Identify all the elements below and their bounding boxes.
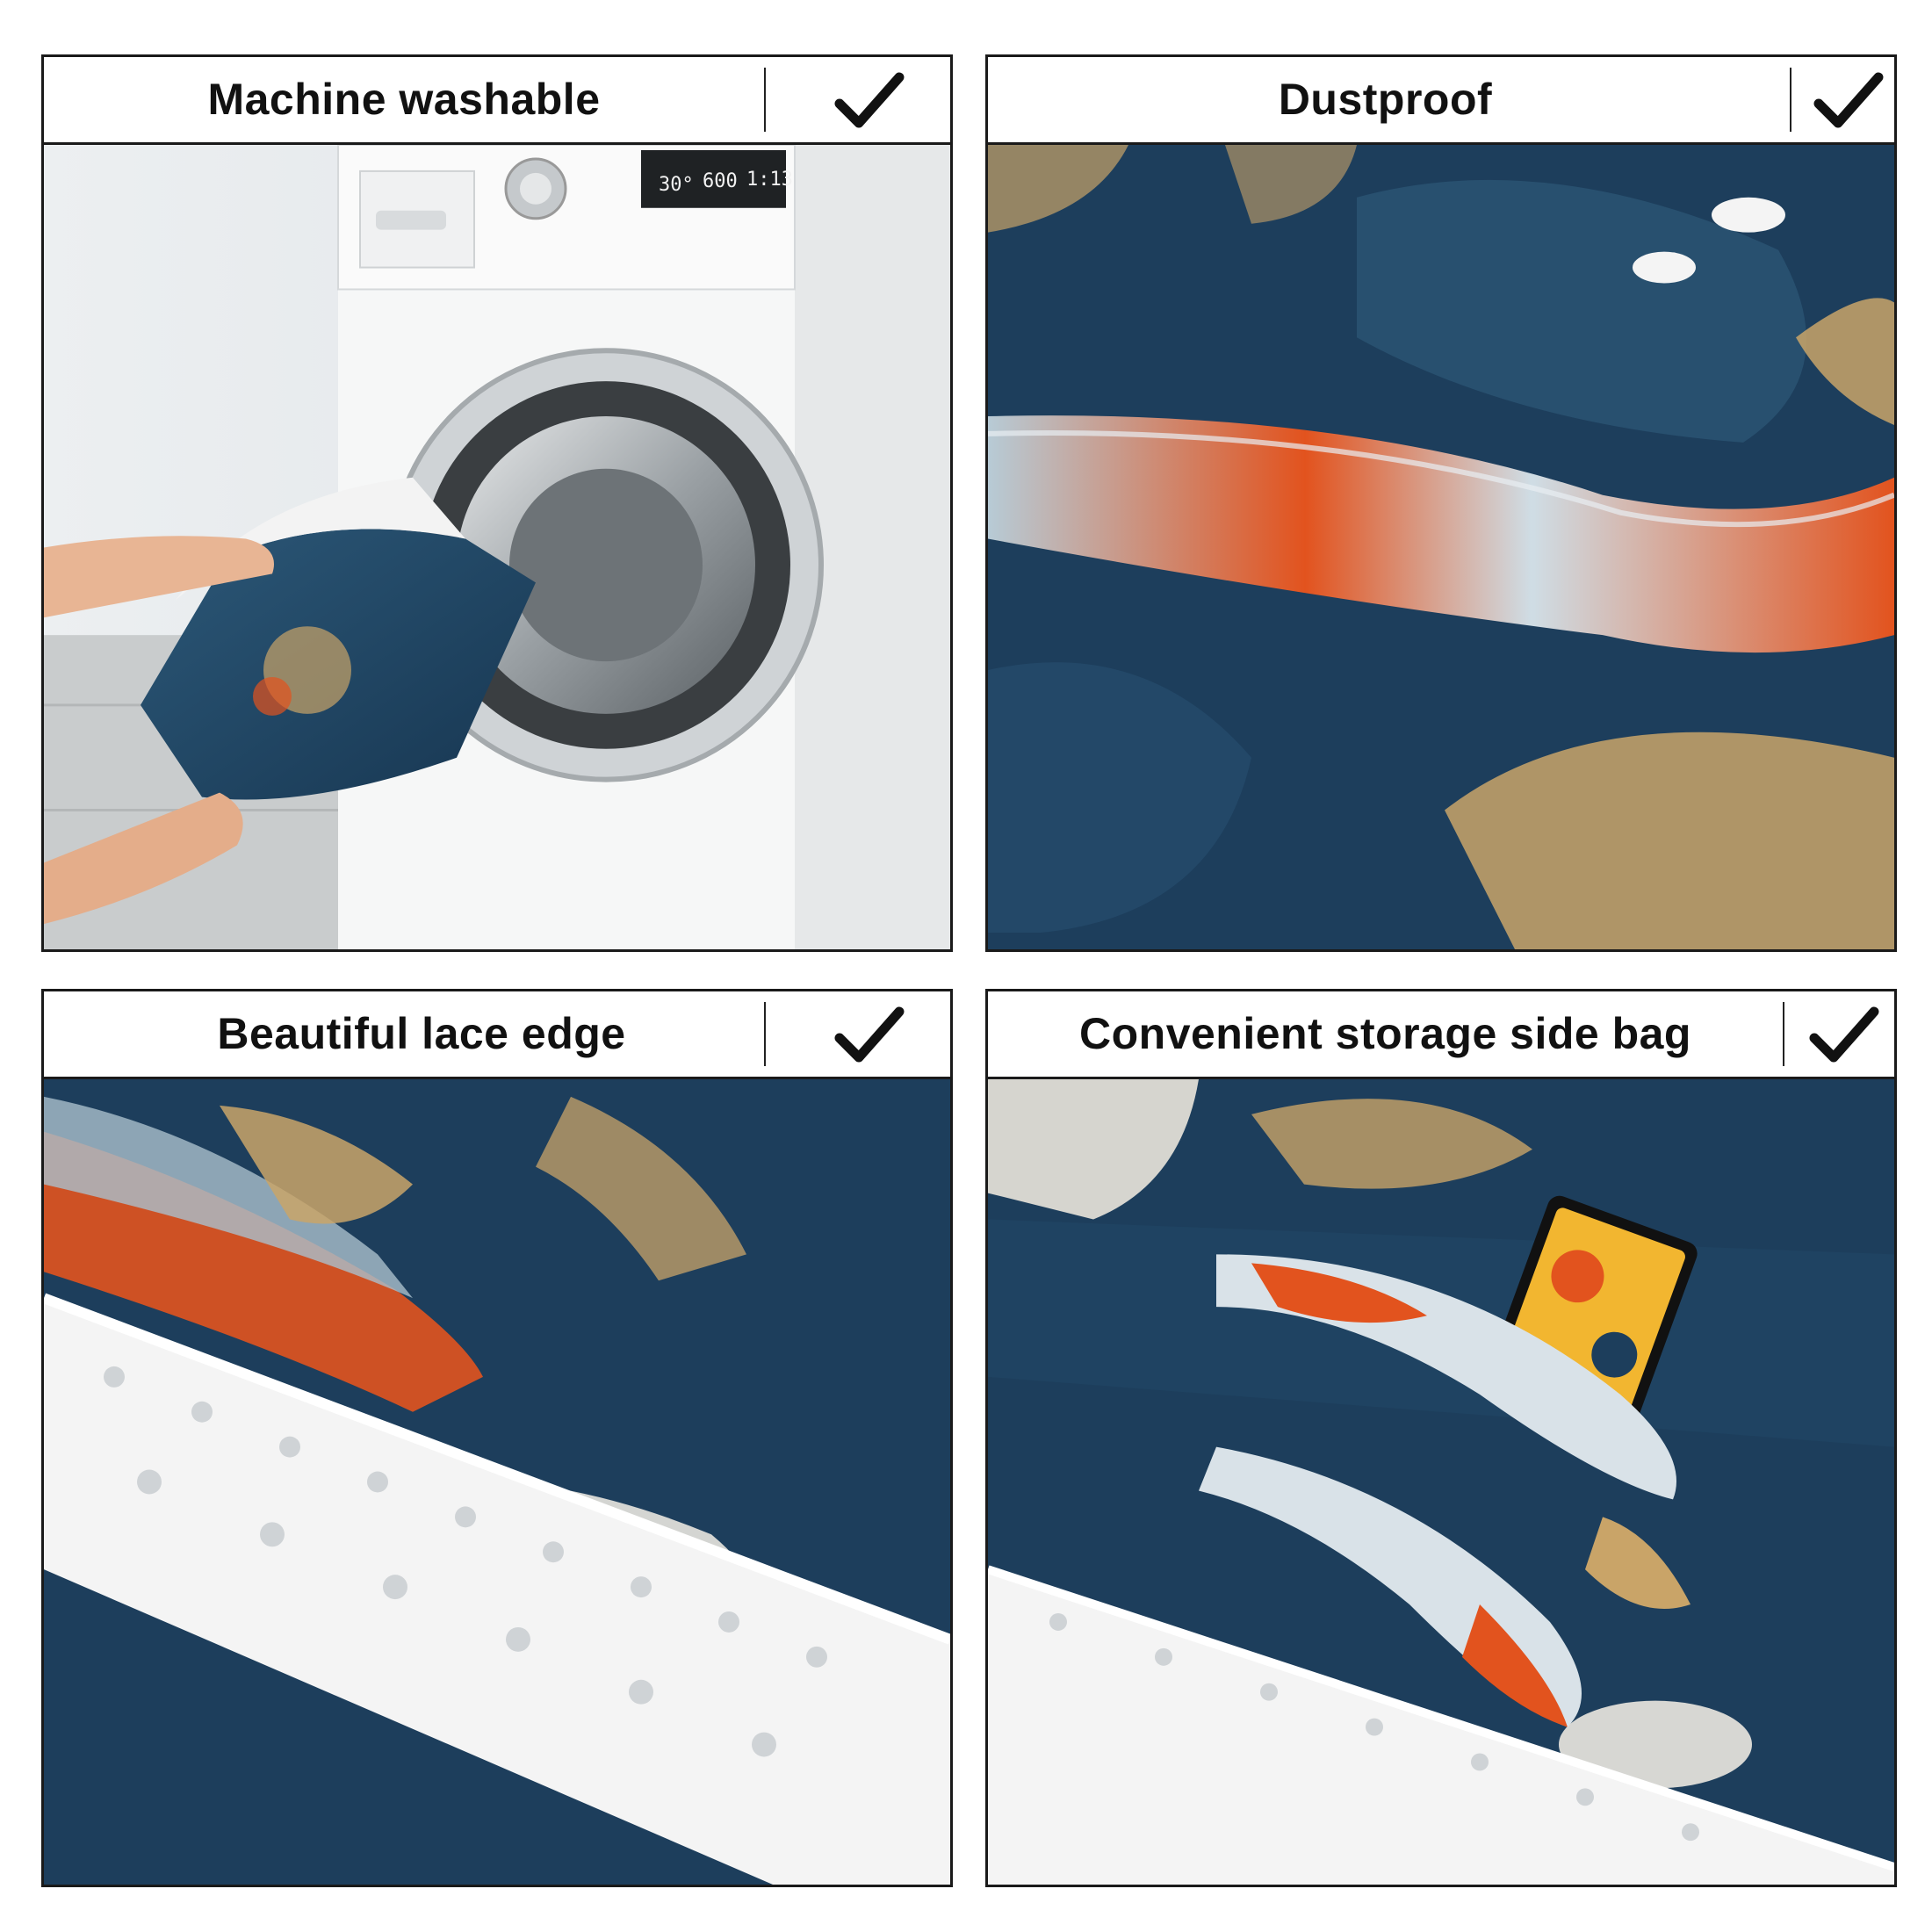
panel-title: Dustproof	[1278, 75, 1493, 124]
panel-title: Machine washable	[207, 75, 601, 124]
header-divider	[1783, 1002, 1784, 1066]
header-divider	[764, 68, 766, 132]
panel-header: Convenient storage side bag	[988, 991, 1894, 1079]
panel-machine-washable: Machine washable	[41, 54, 953, 952]
checkmark-icon	[1813, 72, 1884, 128]
checkmark-icon	[834, 72, 905, 128]
lace-edge-closeup	[44, 1079, 950, 1885]
koi-fabric-closeup	[988, 145, 1894, 949]
panel-title: Beautiful lace edge	[217, 1009, 626, 1058]
display-time: 1:13	[746, 169, 793, 191]
header-divider	[1790, 68, 1791, 132]
panel-lace-edge: Beautiful lace edge	[41, 989, 953, 1887]
panel-title: Convenient storage side bag	[1079, 1009, 1691, 1058]
checkmark-icon	[834, 1006, 905, 1063]
washing-machine-photo: 30° 600 1:13	[44, 145, 950, 949]
panel-dustproof: Dustproof	[985, 54, 1897, 952]
panel-header: Machine washable	[44, 57, 950, 145]
display-spin: 600	[703, 170, 738, 192]
panel-header: Dustproof	[988, 57, 1894, 145]
checkmark-icon	[1809, 1006, 1879, 1063]
header-divider	[764, 1002, 766, 1066]
panel-storage-side-bag: Convenient storage side bag	[985, 989, 1897, 1887]
panel-header: Beautiful lace edge	[44, 991, 950, 1079]
display-temp: 30°	[659, 174, 694, 196]
side-pocket-closeup	[988, 1079, 1894, 1885]
